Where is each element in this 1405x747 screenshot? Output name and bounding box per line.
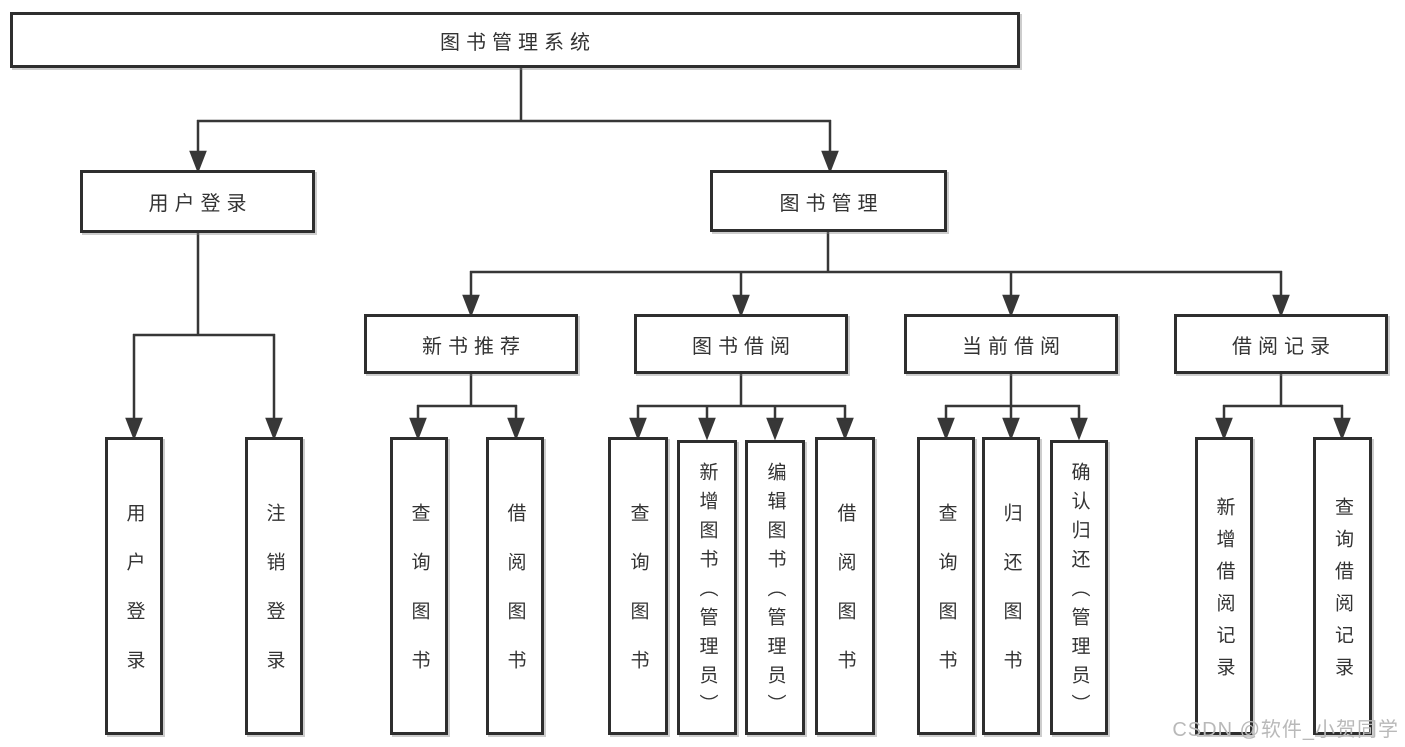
arrow-down-icon — [125, 417, 143, 441]
node-label: 用户登录 — [148, 193, 253, 215]
leaf-edit-book-admin: 编辑图书（管理员） — [745, 440, 805, 735]
node-label: 查询图书 — [935, 503, 957, 699]
arrow-down-icon — [265, 417, 283, 441]
node-label: 查询图书 — [627, 503, 649, 699]
leaf-query-books-recommend: 查询图书 — [390, 437, 448, 735]
arrow-down-icon — [629, 417, 647, 441]
node-label: 借阅图书 — [504, 503, 526, 699]
node-label: 借阅记录 — [1232, 335, 1336, 358]
node-label: 图书借阅 — [692, 335, 796, 358]
arrow-down-icon — [1272, 294, 1290, 318]
arrow-down-icon — [462, 294, 480, 318]
leaf-confirm-return-admin: 确认归还（管理员） — [1050, 440, 1108, 735]
node-label: 图书管理系统 — [440, 31, 596, 54]
node-new-book-recommend: 新书推荐 — [364, 314, 578, 374]
node-label: 确认归还（管理员） — [1068, 462, 1090, 723]
arrow-down-icon — [821, 150, 839, 174]
arrow-down-icon — [698, 417, 716, 441]
arrow-down-icon — [189, 150, 207, 174]
node-label: 注销登录 — [263, 503, 285, 699]
arrow-down-icon — [732, 294, 750, 318]
node-book-borrowing: 图书借阅 — [634, 314, 848, 374]
leaf-add-borrow-record: 新增借阅记录 — [1195, 437, 1253, 735]
connector-newbook-to-leaves — [409, 374, 525, 441]
arrow-down-icon — [409, 417, 427, 441]
node-borrow-records: 借阅记录 — [1174, 314, 1388, 374]
connector-root-to-level2 — [189, 68, 839, 174]
arrow-down-icon — [1215, 417, 1233, 441]
connector-bookmgmt-to-level3 — [462, 232, 1290, 318]
arrow-down-icon — [766, 417, 784, 441]
node-label: 新增图书（管理员） — [696, 462, 718, 723]
arrow-down-icon — [1002, 294, 1020, 318]
node-label: 新增借阅记录 — [1213, 497, 1235, 689]
node-label: 借阅图书 — [834, 503, 856, 699]
node-label: 查询借阅记录 — [1332, 497, 1353, 689]
node-label: 编辑图书（管理员） — [764, 462, 786, 723]
connector-bookborrow-to-leaves — [629, 374, 854, 441]
connector-userlogin-to-leaves — [125, 233, 283, 441]
leaf-logout: 注销登录 — [245, 437, 303, 735]
connector-currentborrow-to-leaves — [937, 374, 1088, 441]
node-label: 查询图书 — [408, 503, 430, 699]
arrow-down-icon — [1333, 417, 1351, 441]
arrow-down-icon — [1002, 417, 1020, 441]
node-label: 当前借阅 — [962, 335, 1066, 358]
watermark: CSDN @软件_小贺同学 — [1172, 719, 1399, 741]
leaf-borrow-books-recommend: 借阅图书 — [486, 437, 544, 735]
node-book-management: 图书管理 — [710, 170, 947, 232]
node-user-login: 用户登录 — [80, 170, 315, 233]
node-library-system: 图书管理系统 — [10, 12, 1020, 68]
leaf-borrow-books-borrowing: 借阅图书 — [815, 437, 875, 735]
node-label: 新书推荐 — [422, 335, 526, 358]
node-current-borrowing: 当前借阅 — [904, 314, 1118, 374]
leaf-add-book-admin: 新增图书（管理员） — [677, 440, 737, 735]
node-label: 图书管理 — [779, 192, 884, 215]
leaf-query-books-current: 查询图书 — [917, 437, 975, 735]
node-label: 用户登录 — [123, 503, 145, 699]
arrow-down-icon — [937, 417, 955, 441]
leaf-return-book: 归还图书 — [982, 437, 1040, 735]
arrow-down-icon — [1070, 417, 1088, 441]
arrow-down-icon — [507, 417, 525, 441]
connector-records-to-leaves — [1215, 374, 1351, 441]
arrow-down-icon — [836, 417, 854, 441]
leaf-query-borrow-record: 查询借阅记录 — [1313, 437, 1372, 735]
leaf-user-login: 用户登录 — [105, 437, 163, 735]
node-label: 归还图书 — [1000, 503, 1022, 699]
leaf-query-books-borrowing: 查询图书 — [608, 437, 668, 735]
